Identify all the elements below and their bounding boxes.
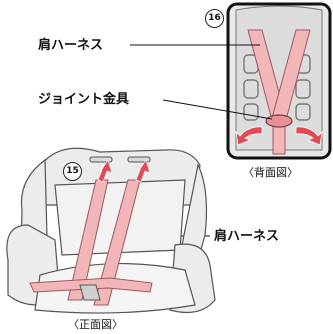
caption-front-view: 〈正面図〉 xyxy=(68,318,123,331)
caption-back-view: 〈背面図〉 xyxy=(243,166,298,179)
label-shoulder-harness-bottom: 肩ハーネス xyxy=(214,229,279,244)
step-number-back: 16 xyxy=(205,9,224,28)
joint-fitting xyxy=(266,115,292,127)
back-view-diagram xyxy=(228,4,330,158)
label-shoulder-harness-top: 肩ハーネス xyxy=(38,38,103,53)
step-number-front: 15 xyxy=(63,162,82,181)
label-joint-fitting: ジョイント金具 xyxy=(38,92,129,107)
buckle xyxy=(80,285,100,300)
